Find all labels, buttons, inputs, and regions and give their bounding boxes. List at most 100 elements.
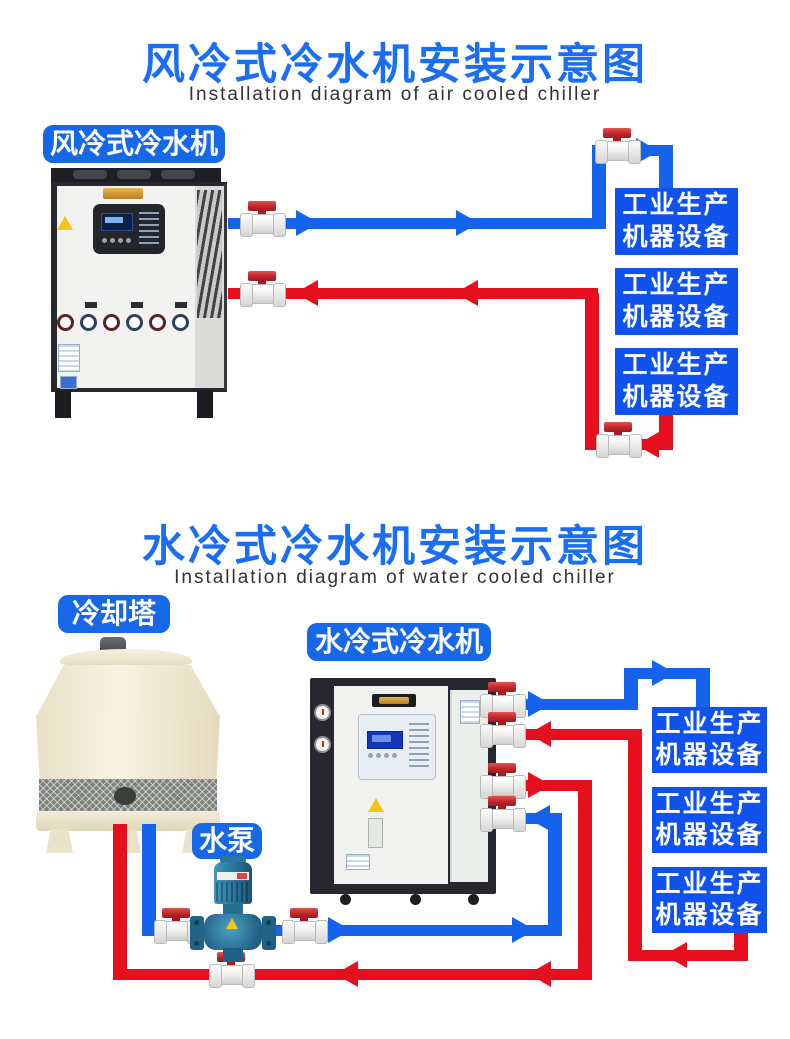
panel-buttons xyxy=(102,238,131,243)
chilled-return-pipe xyxy=(496,729,642,740)
equipment-box-line: 工业生产 xyxy=(655,789,764,818)
spec-sticker xyxy=(368,818,383,848)
badge-sticker xyxy=(60,376,77,389)
air-section-title: 风冷式冷水机安装示意图 xyxy=(142,41,648,89)
fan-icon xyxy=(117,170,151,179)
chilled-return-pipe xyxy=(734,932,748,961)
pressure-gauge xyxy=(314,704,331,721)
air-section-subtitle: Installation diagram of air cooled chill… xyxy=(188,84,602,105)
ball-valve xyxy=(480,682,526,718)
air-chiller-label: 风冷式冷水机 xyxy=(43,125,225,163)
air-cooled-chiller-image xyxy=(45,168,232,420)
panel-label-text xyxy=(139,212,159,244)
brand-logo-gold xyxy=(379,697,409,704)
chilled-return-pipe xyxy=(628,950,748,961)
chilled-return-pipe xyxy=(228,288,598,299)
flow-arrow xyxy=(528,691,551,717)
equipment-box-line: 工业生产 xyxy=(622,191,731,220)
pump-outlet-flange xyxy=(262,916,276,950)
flow-arrow xyxy=(296,210,319,236)
equipment-box: 工业生产 机器设备 xyxy=(615,268,738,335)
chilled-return-pipe xyxy=(628,729,642,961)
warning-icon xyxy=(226,918,238,929)
cooling-tower-label: 冷却塔 xyxy=(58,595,170,633)
equipment-box-line: 机器设备 xyxy=(655,901,764,929)
control-panel xyxy=(358,714,436,780)
caster-wheel xyxy=(340,894,351,905)
tower-fan-hub xyxy=(114,787,136,805)
caster-wheel xyxy=(468,894,479,905)
pump-motor-cap xyxy=(220,856,246,864)
flow-arrow xyxy=(528,772,551,798)
tower-basin xyxy=(36,811,220,831)
equipment-box-line: 机器设备 xyxy=(655,741,764,769)
pressure-gauge xyxy=(57,314,74,331)
ball-valve xyxy=(480,763,526,799)
control-panel xyxy=(93,204,165,254)
machine-leg xyxy=(197,390,213,418)
equipment-box-line: 机器设备 xyxy=(622,382,731,411)
equipment-box: 工业生产 机器设备 xyxy=(652,787,767,853)
pump-motor xyxy=(214,862,252,904)
gauge-tag xyxy=(175,302,187,308)
water-pump-image xyxy=(190,856,276,962)
equipment-box-line: 工业生产 xyxy=(622,351,731,380)
cooling-supply-pipe xyxy=(142,824,156,930)
flow-arrow xyxy=(512,917,535,943)
equipment-box: 工业生产 机器设备 xyxy=(652,867,767,933)
flow-arrow xyxy=(636,138,659,164)
pump-label: 水泵 xyxy=(192,823,262,859)
cooling-return-pipe xyxy=(113,824,127,980)
ball-valve xyxy=(240,271,286,307)
flow-arrow xyxy=(528,961,551,987)
lcd-display xyxy=(101,213,133,231)
side-panel xyxy=(195,182,227,392)
equipment-box: 工业生产 机器设备 xyxy=(615,188,738,255)
equipment-box: 工业生产 机器设备 xyxy=(615,348,738,415)
chilled-supply-pipe xyxy=(496,699,638,710)
pressure-gauge xyxy=(126,314,143,331)
pump-drain-stub xyxy=(223,948,243,962)
pressure-gauge xyxy=(172,314,189,331)
chilled-supply-pipe xyxy=(659,145,673,192)
flow-arrow xyxy=(455,280,478,306)
ventilation-grille xyxy=(197,190,222,318)
fan-icon xyxy=(161,170,195,179)
equipment-box-line: 工业生产 xyxy=(622,271,731,300)
pressure-gauge xyxy=(314,736,331,753)
cooling-supply-pipe xyxy=(548,813,562,936)
flow-arrow xyxy=(527,805,550,831)
water-section-subtitle: Installation diagram of water cooled chi… xyxy=(174,567,616,588)
pressure-gauge xyxy=(149,314,166,331)
flow-arrow xyxy=(528,721,551,747)
tower-body xyxy=(36,715,220,781)
flow-arrow xyxy=(664,942,687,968)
fan-icon xyxy=(73,170,107,179)
water-section-title: 水冷式冷水机安装示意图 xyxy=(142,523,648,571)
equipment-box-line: 机器设备 xyxy=(622,222,731,251)
caster-wheel xyxy=(410,894,421,905)
gauge-tag xyxy=(131,302,143,308)
cooling-supply-pipe xyxy=(142,925,562,936)
tower-crown xyxy=(60,649,192,669)
cooling-tower-image xyxy=(36,637,226,855)
gauge-tag xyxy=(85,302,97,308)
pump-inlet-flange xyxy=(190,916,204,950)
panel-buttons xyxy=(368,753,397,758)
water-chiller-label: 水冷式冷水机 xyxy=(307,623,491,661)
flow-arrow xyxy=(456,210,479,236)
brand-logo xyxy=(103,188,143,199)
spec-sticker xyxy=(346,854,370,870)
side-sticker xyxy=(460,700,480,724)
chilled-return-pipe xyxy=(585,293,599,450)
tower-leg xyxy=(46,829,73,853)
equipment-box-line: 机器设备 xyxy=(655,821,764,849)
warning-icon xyxy=(368,798,384,812)
flow-arrow xyxy=(652,660,675,686)
chilled-supply-pipe xyxy=(592,145,606,229)
pressure-gauge xyxy=(103,314,120,331)
flow-arrow xyxy=(328,917,351,943)
equipment-box: 工业生产 机器设备 xyxy=(652,707,767,773)
pump-nameplate xyxy=(217,872,249,880)
